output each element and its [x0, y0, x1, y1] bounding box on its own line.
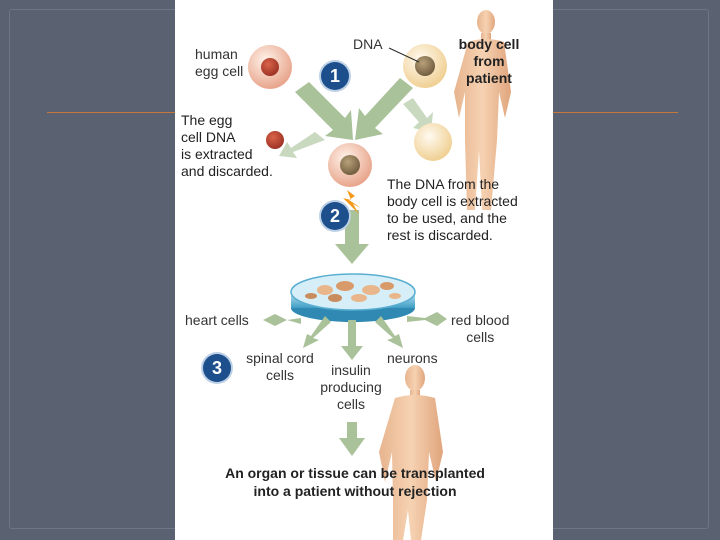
accent-line-left [47, 112, 175, 113]
petri-dish-icon [290, 273, 416, 322]
label-egg-dna-extracted: The egg cell DNA is extracted and discar… [181, 112, 273, 179]
step-badge-1: 1 [321, 62, 349, 90]
label-red-blood-cells: red blood cells [451, 312, 510, 345]
step-badge-3: 3 [203, 354, 231, 382]
patient-figure-bottom [379, 365, 443, 540]
diagram-panel: human egg cell DNA body cell from patien… [175, 0, 553, 540]
arrow-to-dish [335, 210, 369, 264]
lightning-icon [343, 190, 361, 214]
body-cell [388, 44, 447, 88]
human-egg-cell [248, 45, 292, 89]
label-dna: DNA [353, 36, 383, 52]
arrow-egg-dna-discard [279, 132, 325, 158]
label-insulin-producing-cells: insulin producing cells [320, 362, 382, 412]
label-dna-from-body-cell: The DNA from the body cell is extracted … [387, 176, 518, 243]
label-neurons: neurons [387, 350, 438, 366]
arrows-to-cell-types [263, 312, 447, 456]
label-spinal-cord-cells: spinal cord cells [246, 350, 314, 383]
patient-figure-top [454, 10, 511, 210]
merged-egg-cell [328, 143, 372, 187]
label-human-egg-cell: human egg cell [195, 46, 244, 79]
accent-line-right [552, 112, 678, 113]
arrow-body-to-merge [355, 78, 413, 140]
discarded-body-cell [414, 123, 452, 161]
diagram-graphics [248, 10, 511, 540]
step-badge-2: 2 [321, 202, 349, 230]
arrow-body-discard [403, 98, 433, 132]
arrow-egg-to-merge [295, 82, 353, 140]
transplant-caption: An organ or tissue can be transplanted i… [225, 465, 485, 499]
label-body-cell-from-patient: body cell from patient [458, 36, 520, 86]
discarded-egg-dna [266, 131, 284, 149]
label-heart-cells: heart cells [185, 312, 249, 328]
